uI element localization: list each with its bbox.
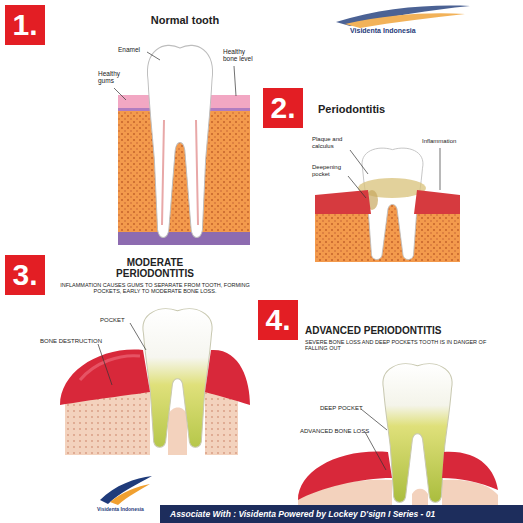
panel-title: Normal tooth [130, 14, 240, 26]
tissue-layer [118, 232, 250, 245]
leader-line [348, 176, 366, 198]
leader-line [440, 148, 441, 190]
gum-highlight [80, 356, 140, 380]
part-label: DEEP POCKET [320, 405, 363, 412]
tooth [143, 309, 212, 447]
leader-line [365, 432, 386, 470]
bone [168, 408, 187, 456]
tooth [383, 364, 452, 502]
step-number: 4. [258, 300, 298, 340]
footer-band: Associate With : Visidenta Powered by Lo… [160, 505, 523, 523]
step-number-text: 2. [270, 93, 295, 123]
panel-title: ADVANCED PERIODONTITIS [305, 325, 442, 336]
gum [442, 452, 498, 490]
gum [298, 452, 392, 500]
gum [60, 350, 150, 405]
logo-swoosh [110, 484, 150, 505]
inflamed-gum [414, 190, 460, 214]
footer-text: Associate With : Visidenta Powered by Lo… [170, 509, 435, 519]
tooth [147, 45, 212, 237]
tooth [362, 148, 423, 259]
watermark: Visidenta Indonesia [350, 27, 416, 35]
footer-logo [100, 476, 152, 505]
part-label: Inflammation [422, 138, 456, 145]
normal-tooth [114, 45, 250, 245]
part-label: Enamel [118, 46, 140, 53]
part-label: POCKET [100, 317, 125, 324]
part-label: Deepening pocket [312, 164, 348, 177]
leader-line [147, 52, 160, 60]
advanced-tooth [298, 364, 498, 505]
watermark-logo [336, 6, 470, 28]
gum [205, 350, 250, 405]
leader-line [361, 409, 387, 430]
leader-line [130, 323, 146, 350]
part-label: Healthy gums [98, 70, 130, 84]
part-label: ADVANCED BONE LOSS [300, 428, 369, 435]
step-number-text: 3. [12, 260, 37, 290]
leader-line [350, 150, 368, 174]
step-number-text: 4. [265, 305, 290, 335]
description: INFLAMMATION CAUSES GUMS TO SEPARATE FRO… [55, 282, 255, 294]
logo-swoosh [345, 13, 465, 28]
leader-line [98, 344, 112, 385]
part-label: BONE DESTRUCTION [40, 338, 102, 345]
leader-line [114, 88, 126, 100]
panel-title: Periodontitis [318, 103, 385, 115]
watermark: Visidenta Indonesia [97, 507, 144, 513]
root-canal [162, 120, 198, 225]
logo-swoosh [100, 476, 152, 504]
step-number-text: 1. [12, 10, 37, 40]
step-number: 1. [5, 5, 45, 45]
part-label: Plaque and calculus [312, 136, 352, 149]
panel-title: MODERATE PERIODONTITIS [95, 257, 215, 279]
leader-line [234, 66, 236, 96]
part-label: Healthy bone level [223, 48, 261, 62]
description: SEVERE BONE LOSS AND DEEP POCKETS TOOTH … [305, 339, 505, 351]
step-number: 3. [5, 255, 45, 295]
moderate-tooth [60, 309, 250, 455]
bone [412, 489, 428, 505]
step-number: 2. [263, 88, 303, 128]
